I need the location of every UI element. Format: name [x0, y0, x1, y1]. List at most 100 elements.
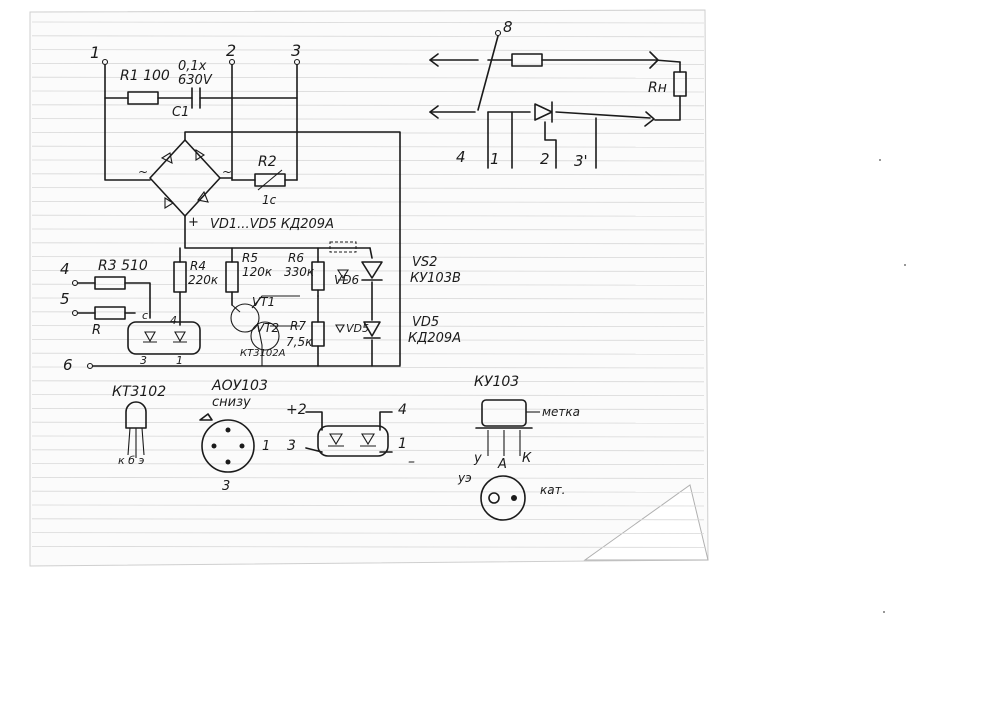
notebook-rule-line [31, 338, 705, 341]
r5-label: R5 [242, 251, 258, 265]
ku103-mark-label: метка [542, 405, 580, 419]
notebook-rule-line [31, 214, 705, 217]
vt2-transistor [250, 321, 280, 351]
notebook-rule-line [31, 532, 705, 534]
notebook-rule-line [31, 200, 705, 203]
vd5-type-label: КД209А [408, 331, 461, 346]
aou103-tab [199, 413, 213, 421]
ku103-bottom-pin-ue [488, 492, 500, 504]
aou103-pin3-label: 3 [222, 479, 230, 494]
opto-pinout-wires [305, 411, 393, 453]
opto-pinout-body [317, 425, 389, 457]
r4-value-label: 220к [188, 273, 219, 287]
bridge-diodes [160, 149, 209, 209]
notebook-rule-line [31, 145, 705, 148]
notebook-rule-line [31, 463, 705, 466]
notebook-rule-line [31, 63, 705, 65]
ku103-pin-k: К [522, 451, 532, 466]
aou103-sub-label: снизу [212, 395, 251, 410]
opto-main-thyristor [173, 331, 187, 343]
notebook-rule-line [31, 35, 705, 38]
opto-pin-4: 4 [170, 314, 177, 327]
vd-note-label: VD1...VD5 КД209А [210, 217, 334, 232]
load-wire-bottom [429, 111, 651, 119]
notebook-rule-line [31, 546, 705, 548]
load-bottom-label-1: 1 [490, 150, 500, 168]
switch-blade [477, 35, 499, 111]
vt1-label: VT1 [252, 295, 275, 309]
vd5-small-label: VD5 [346, 322, 369, 335]
notebook-rule-line [31, 76, 705, 79]
notebook-rule-line [31, 490, 705, 493]
rh-wire [654, 61, 681, 121]
bridge-ac-left: ~ [138, 165, 148, 179]
notebook-rule-line [31, 518, 705, 521]
notebook-rule-line [31, 118, 705, 120]
notebook-rule-line [31, 256, 705, 259]
rh-label: Rн [648, 80, 667, 96]
opto-pin-c: с [142, 309, 148, 322]
speck [904, 264, 906, 266]
load-bottom-label-2: 2 [540, 150, 550, 168]
notebook-rule-line [31, 131, 705, 134]
pinout-ku103: КУ103 метка у А К уэ кат. [457, 374, 580, 521]
r1-resistor [127, 91, 159, 105]
folded-corner [583, 484, 709, 561]
notebook-rule-line [31, 297, 705, 300]
aou103-pin-top [225, 427, 231, 433]
wire-bridge-right [219, 177, 298, 181]
notebook-rule-line [31, 407, 705, 410]
ku103-label: КУ103 [474, 374, 519, 390]
r5-resistor [225, 261, 239, 293]
load-arrow-top-right [649, 51, 659, 69]
terminal-3-label: 3 [291, 41, 301, 60]
opto-pinout-led [328, 433, 344, 447]
terminal-1-label: 1 [90, 43, 100, 62]
wire-r3 [77, 282, 151, 319]
opto-3-label: 3 [287, 438, 296, 454]
aou103-pin-right [239, 443, 245, 449]
c1-value-label: 0,1x [178, 59, 207, 74]
ku103-pin-a: А [497, 457, 507, 472]
load-bottom-label-3: 3' [574, 152, 588, 170]
notebook-rule-line [31, 104, 705, 107]
vd5-label: VD5 [412, 315, 439, 330]
notebook-rule-line [31, 380, 705, 383]
vs2-thyristor [361, 261, 383, 281]
vd6-label: VD6 [334, 273, 359, 287]
r-lower-label: R [92, 323, 101, 338]
vs2-type-label: КУ103В [410, 271, 461, 286]
r3-resistor [94, 276, 126, 290]
load-resistor-top [511, 53, 543, 67]
ku103-bottom-view [480, 475, 526, 521]
notebook-rule-line [31, 311, 705, 314]
opto-main-led [143, 331, 157, 343]
r1-label: R1 100 [120, 68, 170, 84]
rh-resistor [673, 71, 687, 97]
notebook-rules [31, 21, 705, 548]
notebook-rule-line [31, 476, 705, 479]
load-circuit: 8 Rн 4 1 2 3' [429, 18, 687, 170]
r3-label: R3 510 [98, 258, 148, 274]
optocoupler-main [127, 321, 201, 355]
r7-resistor [311, 321, 325, 347]
notebook-rule-line [31, 325, 705, 328]
terminal-6-label: 6 [63, 356, 73, 374]
terminal-4-label: 4 [60, 260, 70, 278]
notebook-rule-line [31, 283, 705, 286]
r-resistor [94, 306, 126, 320]
r6-label: R6 [288, 251, 304, 265]
paper-sheet [29, 9, 709, 567]
vt-wiring [231, 295, 300, 366]
notebook-rule-line [31, 187, 705, 190]
ku103-body [481, 399, 527, 427]
r7-value-label: 7,5к [286, 335, 313, 349]
terminal-2-label: 2 [226, 41, 236, 60]
opto-plus2-label: +2 [286, 402, 307, 418]
kt3102-pins-label: к б э [118, 454, 144, 467]
ku103-bottom-pin-k [511, 495, 517, 501]
c1-voltage-label: 630V [178, 73, 213, 88]
opto-pin-3: 3 [140, 354, 147, 367]
terminal-5-label: 5 [60, 290, 70, 308]
pinout-aou103: АОУ103 снизу 1 3 [199, 378, 270, 494]
